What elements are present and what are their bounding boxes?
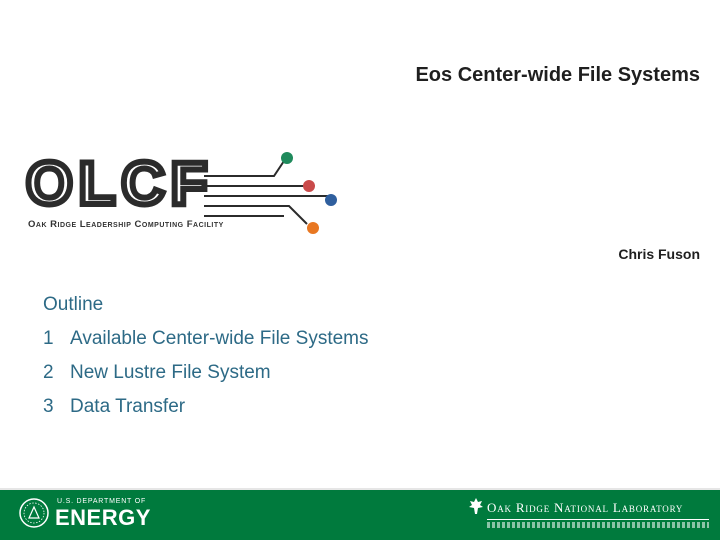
- outline-item-number: 2: [43, 362, 54, 383]
- olcf-subtitle: Oak Ridge Leadership Computing Facility: [28, 219, 224, 230]
- footer-bar: [0, 490, 720, 540]
- outline-heading: Outline: [43, 294, 104, 315]
- green-dot: [281, 152, 293, 164]
- doe-department-text: U.S. DEPARTMENT OF: [57, 498, 147, 505]
- outline-item-label: Data Transfer: [70, 396, 186, 417]
- outline-item-label: Available Center-wide File Systems: [70, 328, 369, 349]
- slide-title: Eos Center-wide File Systems: [415, 64, 700, 86]
- circuit-lines-graphic: [204, 152, 337, 234]
- outline-item-number: 1: [43, 328, 54, 349]
- author-name: Chris Fuson: [618, 246, 700, 262]
- outline-list: Outline 1 Available Center-wide File Syst…: [43, 288, 369, 424]
- blue-dot: [325, 194, 337, 206]
- outline-item: 2 New Lustre File System: [43, 356, 369, 390]
- orange-dot: [307, 222, 319, 234]
- olcf-wordmark: OLCF: [23, 150, 214, 217]
- outline-item-label: New Lustre File System: [70, 362, 271, 383]
- ornl-name-text: Oak Ridge National Laboratory: [487, 500, 684, 515]
- outline-item: 3 Data Transfer: [43, 390, 369, 424]
- doe-energy-text: ENERGY: [55, 505, 151, 530]
- ornl-leaf-icon: [469, 498, 483, 514]
- ornl-rule: [487, 519, 709, 520]
- ornl-fineprint-graphic: [487, 522, 709, 528]
- red-dot: [303, 180, 315, 192]
- outline-item-number: 3: [43, 396, 54, 417]
- doe-seal-icon: [19, 498, 49, 528]
- outline-item: 1 Available Center-wide File Systems: [43, 322, 369, 356]
- footer-divider: [0, 488, 720, 490]
- olcf-logo: OLCF Oak Ridge Leadership Computing Faci…: [23, 148, 344, 238]
